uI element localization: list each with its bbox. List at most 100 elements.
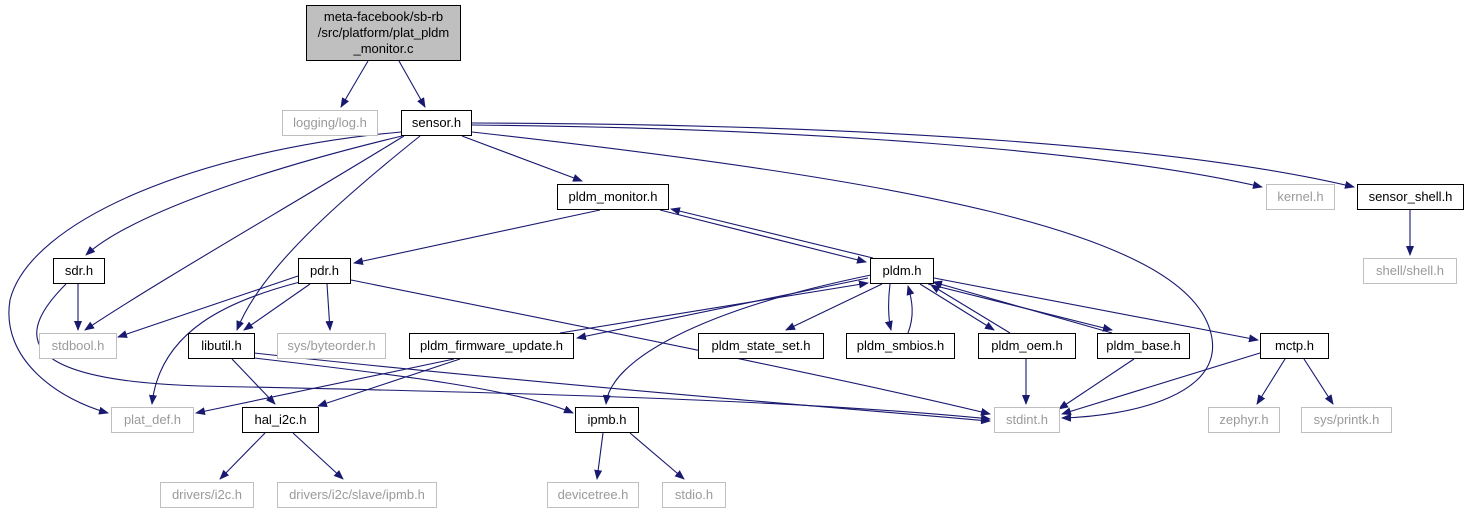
- node-libutil[interactable]: libutil.h: [188, 333, 255, 359]
- edge-libutil-to-ipmb: [253, 357, 574, 414]
- node-label: sensor.h: [412, 115, 461, 130]
- edge-sensor-to-libutil: [236, 135, 421, 331]
- node-box: [1301, 407, 1392, 433]
- node-label: sys/printk.h: [1314, 412, 1380, 427]
- node-label: pldm.h: [882, 263, 921, 278]
- node-label: pdr.h: [310, 263, 339, 278]
- edge-fwupdate-to-platdef: [195, 358, 455, 416]
- node-label: ipmb.h: [587, 412, 626, 427]
- node-ipmb[interactable]: ipmb.h: [575, 407, 639, 433]
- node-box: [1260, 333, 1329, 359]
- node-label: pldm_firmware_update.h: [420, 338, 563, 353]
- node-box: [242, 407, 319, 433]
- node-oem[interactable]: pldm_oem.h: [978, 333, 1076, 359]
- node-label: libutil.h: [201, 338, 241, 353]
- node-box: [39, 333, 117, 359]
- node-label: zephyr.h: [1219, 412, 1268, 427]
- node-box: [1357, 184, 1464, 210]
- node-mctp[interactable]: mctp.h: [1260, 333, 1329, 359]
- node-box: [111, 407, 194, 433]
- edge-pdr-to-byteorder: [325, 283, 334, 331]
- node-smbios[interactable]: pldm_smbios.h: [846, 333, 955, 359]
- node-box: [557, 184, 669, 210]
- node-sdr[interactable]: sdr.h: [53, 258, 105, 284]
- node-shell: shell/shell.h: [1363, 258, 1457, 284]
- node-label: stdio.h: [675, 487, 713, 502]
- node-label: devicetree.h: [558, 487, 629, 502]
- node-label: pldm_oem.h: [991, 338, 1063, 353]
- edge-mctp-to-zephyr: [1256, 358, 1286, 405]
- node-hali2c[interactable]: hal_i2c.h: [242, 407, 319, 433]
- edge-base-to-stdint: [1058, 358, 1135, 410]
- edge-mctp-to-stdint: [1061, 352, 1261, 416]
- node-label: meta-facebook/sb-rb: [324, 9, 443, 24]
- edge-sensor-to-kernel: [471, 124, 1263, 189]
- node-box: [547, 482, 639, 508]
- node-sensor_shell[interactable]: sensor_shell.h: [1357, 184, 1464, 210]
- edge-ipmb-to-stdio: [629, 432, 685, 480]
- edges-layer: [8, 60, 1414, 480]
- edge-pdr-to-platdef: [148, 281, 301, 405]
- node-box: [870, 258, 934, 284]
- node-platdef: plat_def.h: [111, 407, 194, 433]
- node-label: sensor_shell.h: [1369, 189, 1453, 204]
- node-label: plat_def.h: [124, 412, 181, 427]
- node-kernel: kernel.h: [1266, 184, 1335, 210]
- node-box: [1208, 407, 1280, 433]
- node-pldm_monitor[interactable]: pldm_monitor.h: [557, 184, 669, 210]
- edge-sensor-to-stdbool: [84, 135, 405, 331]
- node-label: pldm_monitor.h: [569, 189, 658, 204]
- node-label: hal_i2c.h: [254, 412, 306, 427]
- node-root[interactable]: meta-facebook/sb-rb/src/platform/plat_pl…: [306, 5, 461, 61]
- edge-hali2c-to-slaveipmb: [292, 432, 344, 480]
- edge-pldm-to-fwupdate: [576, 277, 869, 341]
- node-zephyr: zephyr.h: [1208, 407, 1280, 433]
- node-label: /src/platform/plat_pldm: [318, 25, 450, 40]
- node-box: [698, 333, 824, 359]
- node-label: _monitor.c: [353, 41, 414, 56]
- edge-pdr-to-libutil: [243, 283, 311, 331]
- edge-pldm-to-stateset: [785, 283, 883, 331]
- edge-ipmb-to-devicetree: [594, 432, 604, 480]
- node-log: logging/log.h: [282, 110, 378, 136]
- node-sensor[interactable]: sensor.h: [401, 110, 472, 136]
- edge-sensor-to-sdr: [85, 135, 403, 256]
- node-label: stdbool.h: [52, 338, 105, 353]
- node-box: [1266, 184, 1335, 210]
- node-pdr[interactable]: pdr.h: [298, 258, 351, 284]
- edge-libutil-to-hali2c: [231, 358, 276, 405]
- edge-pldm-to-mctp: [933, 277, 1259, 343]
- node-box: [846, 333, 955, 359]
- node-fwupdate[interactable]: pldm_firmware_update.h: [409, 333, 574, 359]
- node-pldm[interactable]: pldm.h: [870, 258, 934, 284]
- node-box: [662, 482, 726, 508]
- edge-fwupdate-to-pldm: [559, 280, 869, 334]
- node-label: drivers/i2c/slave/ipmb.h: [289, 487, 425, 502]
- edge-pldm_monitor-to-pdr: [353, 209, 601, 266]
- node-base[interactable]: pldm_base.h: [1097, 333, 1190, 359]
- nodes-layer: meta-facebook/sb-rb/src/platform/plat_pl…: [39, 5, 1464, 508]
- edge-pldm-to-smbios: [884, 283, 893, 331]
- node-devicetree: devicetree.h: [547, 482, 639, 508]
- node-box: [160, 482, 254, 508]
- node-stdbool: stdbool.h: [39, 333, 117, 359]
- node-label: sys/byteorder.h: [287, 338, 375, 353]
- node-box: [575, 407, 639, 433]
- node-stdint: stdint.h: [994, 407, 1060, 433]
- node-label: pldm_smbios.h: [857, 338, 944, 353]
- node-byteorder: sys/byteorder.h: [277, 333, 386, 359]
- edge-sensor-to-platdef: [8, 131, 402, 415]
- node-i2c: drivers/i2c.h: [160, 482, 254, 508]
- node-label: logging/log.h: [293, 115, 367, 130]
- node-label: shell/shell.h: [1376, 263, 1444, 278]
- node-box: [277, 482, 437, 508]
- node-label: kernel.h: [1277, 189, 1323, 204]
- edge-base-to-pldm: [932, 280, 1113, 334]
- node-box: [1363, 258, 1457, 284]
- node-stateset[interactable]: pldm_state_set.h: [698, 333, 824, 359]
- node-label: mctp.h: [1275, 338, 1314, 353]
- node-label: sdr.h: [65, 263, 93, 278]
- node-slaveipmb: drivers/i2c/slave/ipmb.h: [277, 482, 437, 508]
- node-box: [282, 110, 378, 136]
